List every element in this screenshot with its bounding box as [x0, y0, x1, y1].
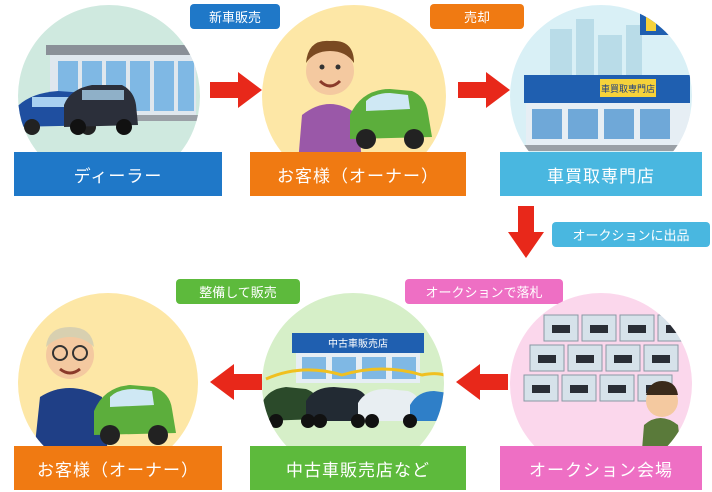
step-service-and-sell: 整備して販売 [176, 279, 300, 304]
arrow-dealer-to-owner [210, 72, 262, 108]
step-sell: 売却 [430, 4, 524, 29]
arrow-auction-to-used-dealer [456, 364, 508, 400]
arrow-used-dealer-to-owner [210, 364, 262, 400]
buyback-sign: 車買取専門店 [601, 83, 655, 95]
used-shop-sign: 中古車販売店 [328, 337, 388, 350]
used-car-dealer-illustration: 中古車販売店 [262, 293, 444, 475]
dealer-illustration [18, 5, 200, 187]
node-owner-top: お客様（オーナー） [250, 152, 466, 196]
node-owner-bottom: お客様（オーナー） [14, 446, 222, 490]
step-auction-win: オークションで落札 [405, 279, 563, 304]
step-new-car-sale: 新車販売 [190, 4, 280, 29]
node-buyback-shop: 車買取専門店 [500, 152, 702, 196]
node-used-car-dealer: 中古車販売店など [250, 446, 466, 490]
arrow-buyback-to-auction [508, 206, 544, 258]
node-auction-venue: オークション会場 [500, 446, 702, 490]
arrow-owner-to-buyback [458, 72, 510, 108]
node-dealer: ディーラー [14, 152, 222, 196]
step-auction-listing: オークションに出品 [552, 222, 710, 247]
